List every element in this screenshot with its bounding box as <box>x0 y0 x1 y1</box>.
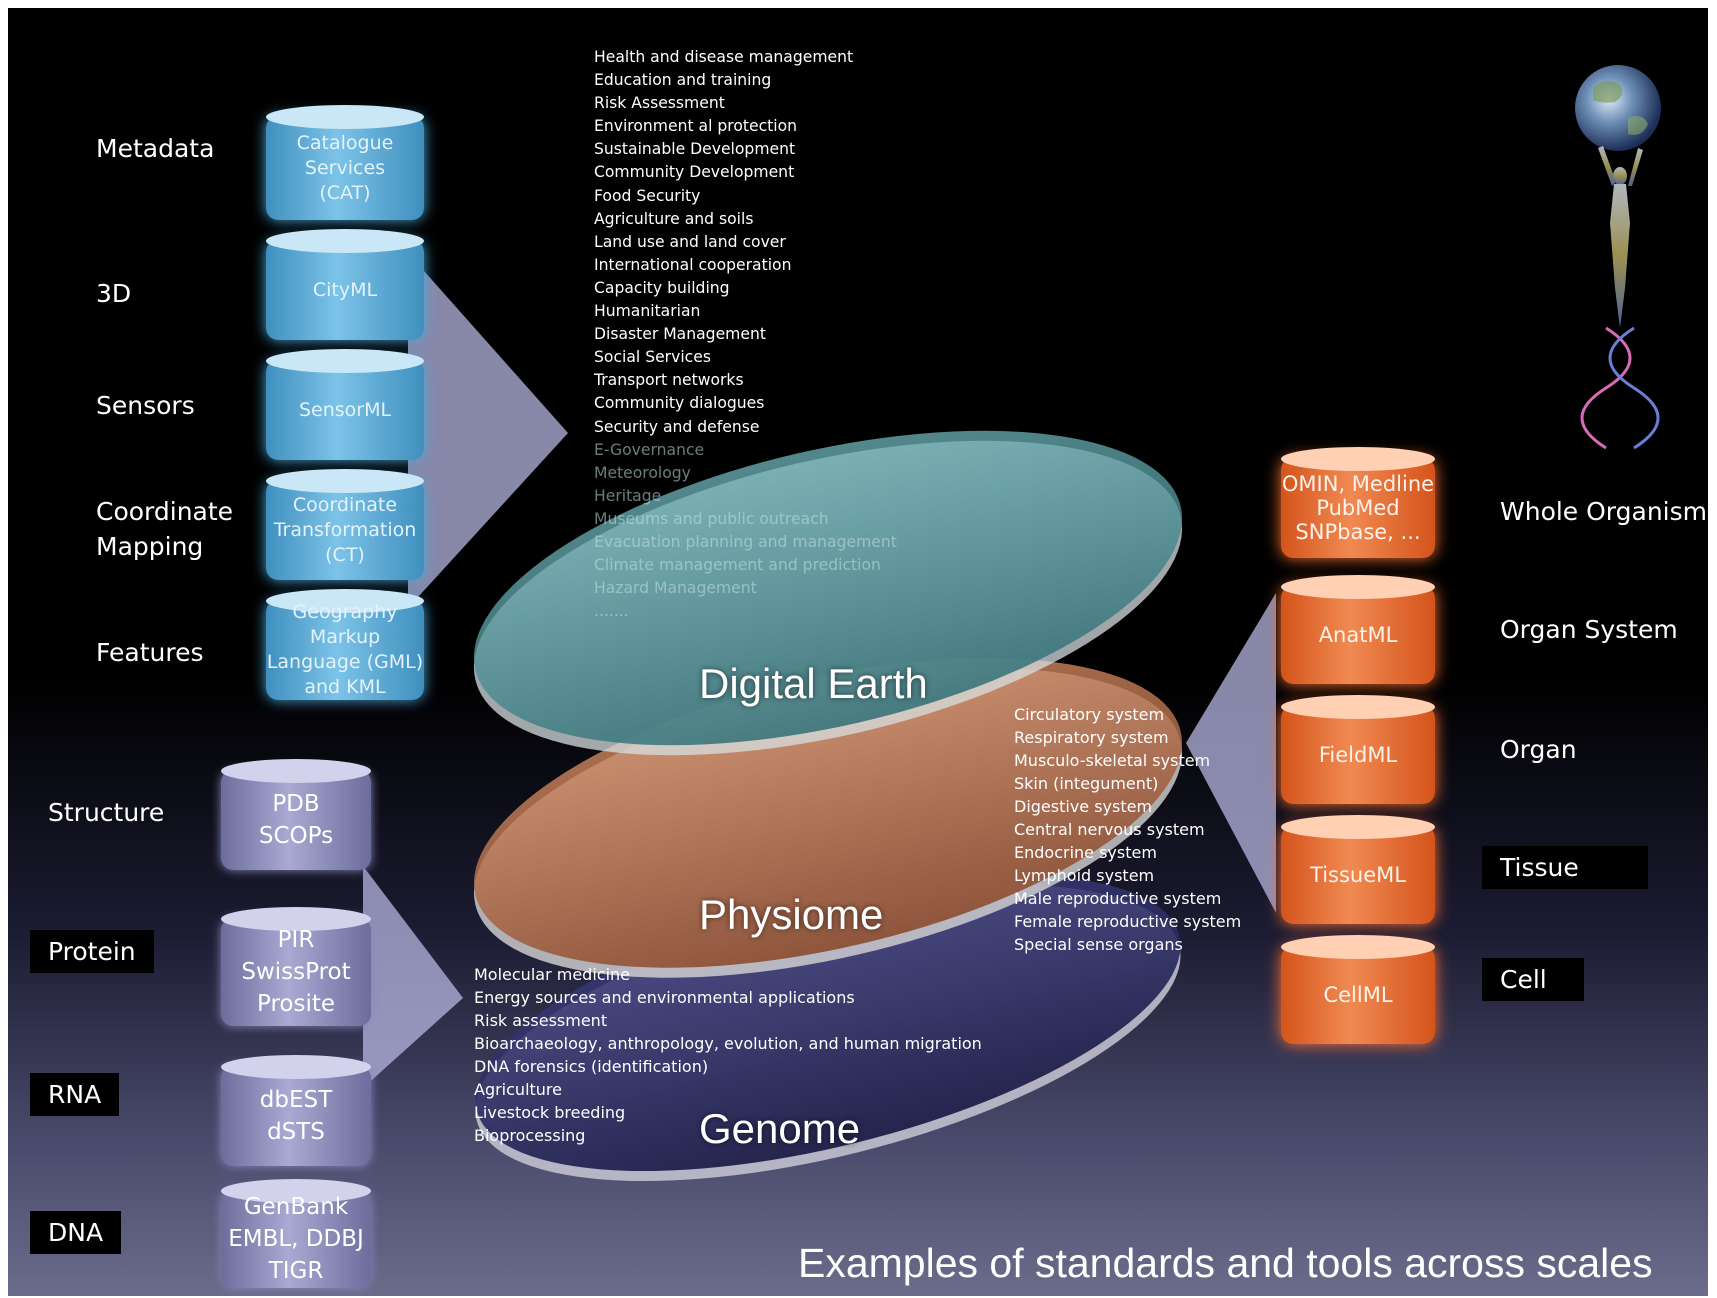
list-item: Lymphoid system <box>1014 866 1155 885</box>
list-item: Risk assessment <box>474 1011 608 1030</box>
list-item: Social Services <box>594 348 711 367</box>
digital-earth-title: Digital Earth <box>699 660 928 707</box>
bio-standard-tissueml: TissueML <box>1281 815 1435 924</box>
digital-earth-disk <box>473 430 1183 756</box>
bio-standard-anatml: AnatML <box>1281 575 1435 684</box>
scale-label-organ-system: Organ System <box>1500 615 1678 644</box>
list-item: Humanitarian <box>594 302 701 321</box>
scale-label-metadata: Metadata <box>96 134 215 163</box>
scale-label-whole-organism: Whole Organism <box>1500 497 1708 526</box>
list-item: Education and training <box>594 71 772 90</box>
list-item: Evacuation planning and management <box>594 532 897 551</box>
list-item: E-Governance <box>594 440 705 459</box>
list-item: Sustainable Development <box>594 140 796 159</box>
list-item: Environment al protection <box>594 117 798 136</box>
list-item: Circulatory system <box>1014 705 1165 724</box>
scale-label-protein: Protein <box>30 930 154 973</box>
list-item: Female reproductive system <box>1014 912 1242 931</box>
list-item: Risk Assessment <box>594 94 725 113</box>
list-item: Food Security <box>594 186 701 205</box>
list-item: Bioprocessing <box>474 1126 586 1145</box>
geo-connector-wedge <box>408 253 568 608</box>
scale-label-rna: RNA <box>30 1073 120 1116</box>
list-item: DNA forensics (identification) <box>474 1057 709 1076</box>
list-item: Molecular medicine <box>474 965 630 984</box>
slide-caption: Examples of standards and tools across s… <box>798 1240 1653 1286</box>
list-item: Digestive system <box>1014 797 1153 816</box>
list-item: Endocrine system <box>1014 843 1157 862</box>
list-item: Bioarchaeology, anthropology, evolution,… <box>474 1034 982 1053</box>
list-item: Skin (integument) <box>1014 774 1159 793</box>
list-item: Meteorology <box>594 463 691 482</box>
list-item: Climate management and prediction <box>594 556 881 575</box>
list-item: Health and disease management <box>594 48 854 66</box>
scale-label-features: Features <box>96 638 204 667</box>
list-item: Capacity building <box>594 278 730 297</box>
scale-label-dna: DNA <box>30 1211 122 1254</box>
list-item: Special sense organs <box>1014 935 1183 954</box>
list-item: International cooperation <box>594 255 792 274</box>
list-item: Community dialogues <box>594 394 765 413</box>
list-item: ....... <box>594 602 629 621</box>
physiome-title: Physiome <box>699 891 884 938</box>
list-item: Disaster Management <box>594 325 766 344</box>
scale-label-cell: Cell <box>1482 958 1584 1001</box>
list-item: Agriculture <box>474 1080 562 1099</box>
list-item: Hazard Management <box>594 579 757 598</box>
list-item: Heritage <box>594 486 662 505</box>
genome-title: Genome <box>699 1105 861 1152</box>
scale-label-tissue: Tissue <box>1482 846 1648 889</box>
list-item: Respiratory system <box>1014 728 1169 747</box>
genome-disk <box>475 874 1181 1182</box>
scale-label-structure: Structure <box>48 798 165 827</box>
geo-standard-cityml: CityML <box>266 229 424 340</box>
list-item: Livestock breeding <box>474 1103 626 1122</box>
list-item: Male reproductive system <box>1014 889 1222 908</box>
bio-standard-fieldml: FieldML <box>1281 695 1435 804</box>
globe-icon <box>1575 65 1661 151</box>
dna-helix-icon <box>1580 326 1660 450</box>
list-item: Community Development <box>594 163 795 182</box>
list-item: Musculo-skeletal system <box>1014 751 1211 770</box>
slide: Metadata 3D Sensors Coordinate Mapping F… <box>8 8 1708 1296</box>
bio-connector-wedge <box>1186 593 1276 913</box>
molecular-connector-wedge <box>363 866 463 1088</box>
list-item: Land use and land cover <box>594 232 786 251</box>
scale-label-coordinate-mapping: Coordinate Mapping <box>96 497 234 561</box>
human-figure-icon <box>1598 146 1643 328</box>
diagram-graphics <box>363 65 1661 1182</box>
bio-standard-cellml: CellML <box>1281 935 1435 1044</box>
list-item: Central nervous system <box>1014 820 1205 839</box>
list-item: Security and defense <box>594 417 760 436</box>
list-item: Museums and public outreach <box>594 509 829 528</box>
list-item: Transport networks <box>594 371 744 390</box>
scale-label-3d: 3D <box>96 279 132 308</box>
scale-label-organ: Organ <box>1500 735 1577 764</box>
geo-standard-sensorml: SensorML <box>266 349 424 460</box>
list-item: Agriculture and soils <box>594 209 754 228</box>
list-item: Energy sources and environmental applica… <box>474 988 855 1007</box>
scale-label-sensors: Sensors <box>96 391 195 420</box>
